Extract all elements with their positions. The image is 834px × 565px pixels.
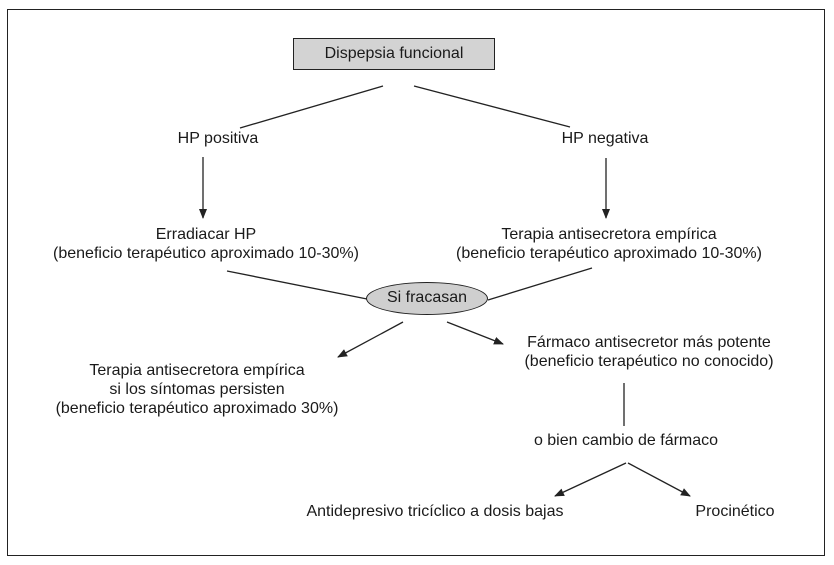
diagram-frame <box>7 9 825 556</box>
hp-positive-label: HP positiva <box>177 130 259 147</box>
arrow-or-change-to-prokinetic <box>627 462 691 497</box>
persist-therapy-node: Terapia antisecretora empírica si los sí… <box>22 361 372 418</box>
antisecretory-line2: (beneficio terapéutico aproximado 10-30%… <box>456 245 762 262</box>
antidepressant-node: Antidepresivo tricíclico a dosis bajas <box>278 502 592 521</box>
prokinetic-node: Procinético <box>676 502 794 521</box>
hp-positive-node: HP positiva <box>158 129 278 148</box>
arrow-fail-to-persist-therapy <box>337 321 404 358</box>
eradicate-node: Erradiacar HP (beneficio terapéutico apr… <box>25 225 387 263</box>
or-change-label: o bien cambio de fármaco <box>533 432 719 449</box>
potent-drug-node: Fármaco antisecretor más potente (benefi… <box>498 333 800 371</box>
hp-negative-node: HP negativa <box>550 129 660 148</box>
or-change-node: o bien cambio de fármaco <box>510 431 742 450</box>
potent-drug-line1: Fármaco antisecretor más potente <box>527 334 771 351</box>
antisecretory-node: Terapia antisecretora empírica (benefici… <box>428 225 790 263</box>
persist-therapy-line2: si los síntomas persisten <box>109 381 285 398</box>
edge-root-to-hp-positive <box>239 85 384 129</box>
if-fail-label: Si fracasan <box>386 289 468 306</box>
hp-negative-label: HP negativa <box>561 130 649 147</box>
root-node-box: Dispepsia funcional <box>293 38 495 70</box>
edge-eradicate-to-fail <box>226 270 368 300</box>
antidepressant-label: Antidepresivo tricíclico a dosis bajas <box>306 503 564 520</box>
arrow-or-change-to-antidepressant <box>554 462 627 497</box>
if-fail-node: Si fracasan <box>366 282 488 315</box>
edge-antisecretory-to-fail <box>487 267 593 301</box>
persist-therapy-line3: (beneficio terapéutico aproximado 30%) <box>55 400 339 417</box>
edge-root-to-hp-negative <box>413 85 571 128</box>
persist-therapy-line1: Terapia antisecretora empírica <box>89 362 305 379</box>
potent-drug-line2: (beneficio terapéutico no conocido) <box>524 353 774 370</box>
root-node-label: Dispepsia funcional <box>324 45 464 62</box>
arrow-fail-to-potent-drug <box>446 321 504 345</box>
prokinetic-label: Procinético <box>695 503 775 520</box>
eradicate-line1: Erradiacar HP <box>155 226 257 243</box>
eradicate-line2: (beneficio terapéutico aproximado 10-30%… <box>53 245 359 262</box>
antisecretory-line1: Terapia antisecretora empírica <box>501 226 717 243</box>
